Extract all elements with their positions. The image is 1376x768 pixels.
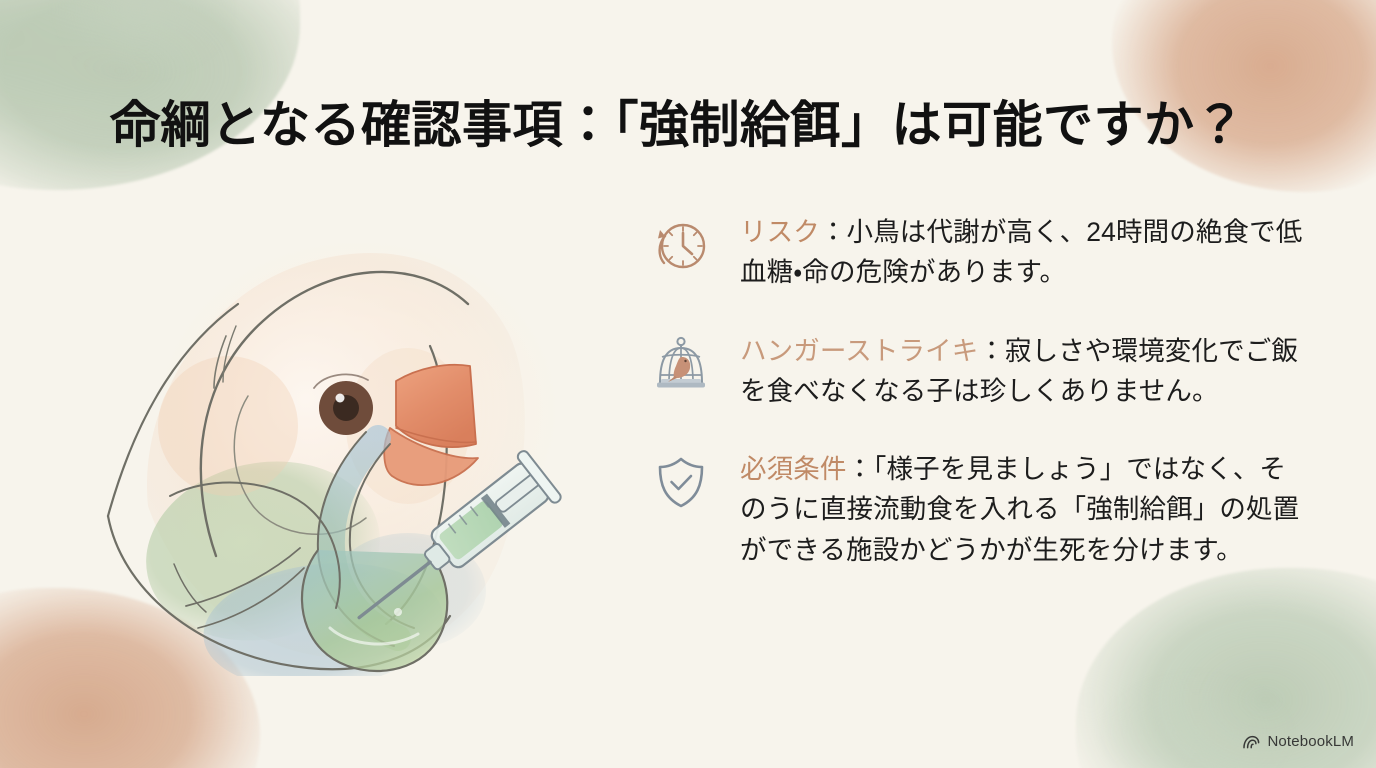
bullet-separator-requirement: ： [846,454,874,485]
beak-upper [395,363,477,448]
bullet-item-requirement: 必須条件：「様子を見ましょう」ではなく、そのうに直接流動食を入れる「強制給餌」の… [652,449,1312,570]
bullet-body-risk: 小鳥は代謝が高く、24時間の絶食で低血糖・命の危険があります。 [740,217,1303,288]
shield-check-icon [652,453,710,511]
feather-tick-1 [213,335,227,389]
syringe-graduations [447,497,490,534]
beak-lower [383,427,479,487]
syringe-liquid [439,501,503,560]
wing-feather-3 [173,563,207,613]
crop-highlight [328,626,420,646]
bird-illustration [78,176,638,676]
notebooklm-watermark: NotebookLM [1243,733,1354,750]
wing-feather-1 [185,547,301,607]
birdcage-icon [652,335,710,393]
bullet-list: リスク：小鳥は代謝が高く、24時間の絶食で低血糖・命の危険があります。 [652,212,1312,570]
feather-tick-2 [222,325,237,383]
bullet-separator-risk: ： [819,217,847,247]
bullet-separator-hunger-strike: ： [978,335,1006,366]
bullet-text-risk: リスク：小鳥は代謝が高く、24時間の絶食で低血糖・命の危険があります。 [740,212,1312,293]
page-title: 命綱となる確認事項：「強制給餌」は可能ですか？ [110,96,1245,153]
bird-illustration-svg [106,253,562,676]
clock-history-icon [652,216,710,274]
wing-outline [169,481,341,609]
crop-sac [300,549,449,673]
bullet-item-hunger-strike: ハンガーストライキ：寂しさや環境変化でご飯を食べなくなる子は珍しくありません。 [652,331,1312,412]
bullet-label-risk: リスク [740,217,820,247]
eye-brow [313,373,369,389]
notebooklm-logo-icon [1243,735,1260,749]
watercolor-wash-top-left-2 [40,0,270,90]
bullet-body-hunger-strike: 寂しさや環境変化でご飯を食べなくなる子は珍しくありません。 [740,335,1298,406]
bullet-body-requirement: 「様子を見ましょう」ではなく、そのうに直接流動食を入れる「強制給餌」の処置ができ… [740,454,1300,565]
eye-highlight [335,393,345,403]
head-outline [199,270,470,558]
syringe-needle [357,560,432,620]
beak-line [395,427,477,444]
bullet-label-hunger-strike: ハンガーストライキ [740,335,979,366]
bullet-item-risk: リスク：小鳥は代謝が高く、24時間の絶食で低血糖・命の危険があります。 [652,212,1312,293]
notebooklm-label: NotebookLM [1267,733,1354,750]
bullet-text-hunger-strike: ハンガーストライキ：寂しさや環境変化でご飯を食べなくなる子は珍しくありません。 [740,331,1312,412]
cheek-wash [158,356,298,496]
crop-bubble [394,608,402,616]
bullet-label-requirement: 必須条件 [740,454,847,485]
wing-feather-2 [197,567,305,629]
syringe [357,450,562,620]
syringe-plunger-head [481,493,511,528]
watercolor-wash-bottom-right-2 [1076,658,1316,768]
bullet-text-requirement: 必須条件：「様子を見ましょう」ではなく、そのうに直接流動食を入れる「強制給餌」の… [740,449,1312,570]
syringe-flange [516,450,562,504]
back-outline [106,302,240,518]
